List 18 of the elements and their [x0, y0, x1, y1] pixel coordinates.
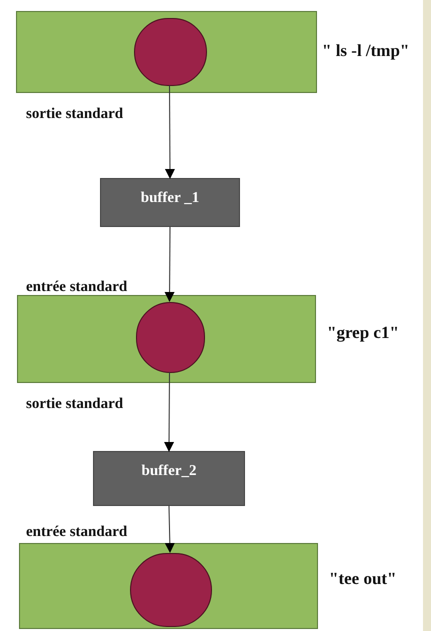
process-box [16, 11, 317, 93]
stream-label: entrée standard [26, 278, 128, 297]
stream-label: sortie standard [26, 105, 124, 124]
buffer-label: buffer _1 [140, 189, 200, 208]
buffer-label: buffer_2 [142, 462, 196, 481]
process-box [17, 295, 316, 383]
command-label: "grep c1" [327, 322, 399, 344]
arrow [164, 84, 175, 179]
buffer-box [100, 178, 240, 227]
stream-label: entrée standard [26, 523, 128, 542]
arrow [164, 226, 175, 302]
arrow [164, 372, 174, 452]
process-box [19, 543, 318, 629]
command-label: "tee out" [329, 568, 396, 590]
stream-label: sortie standard [26, 395, 124, 414]
buffer-box [93, 451, 245, 506]
command-label: " ls -l /tmp" [322, 40, 410, 62]
arrow [164, 506, 175, 553]
